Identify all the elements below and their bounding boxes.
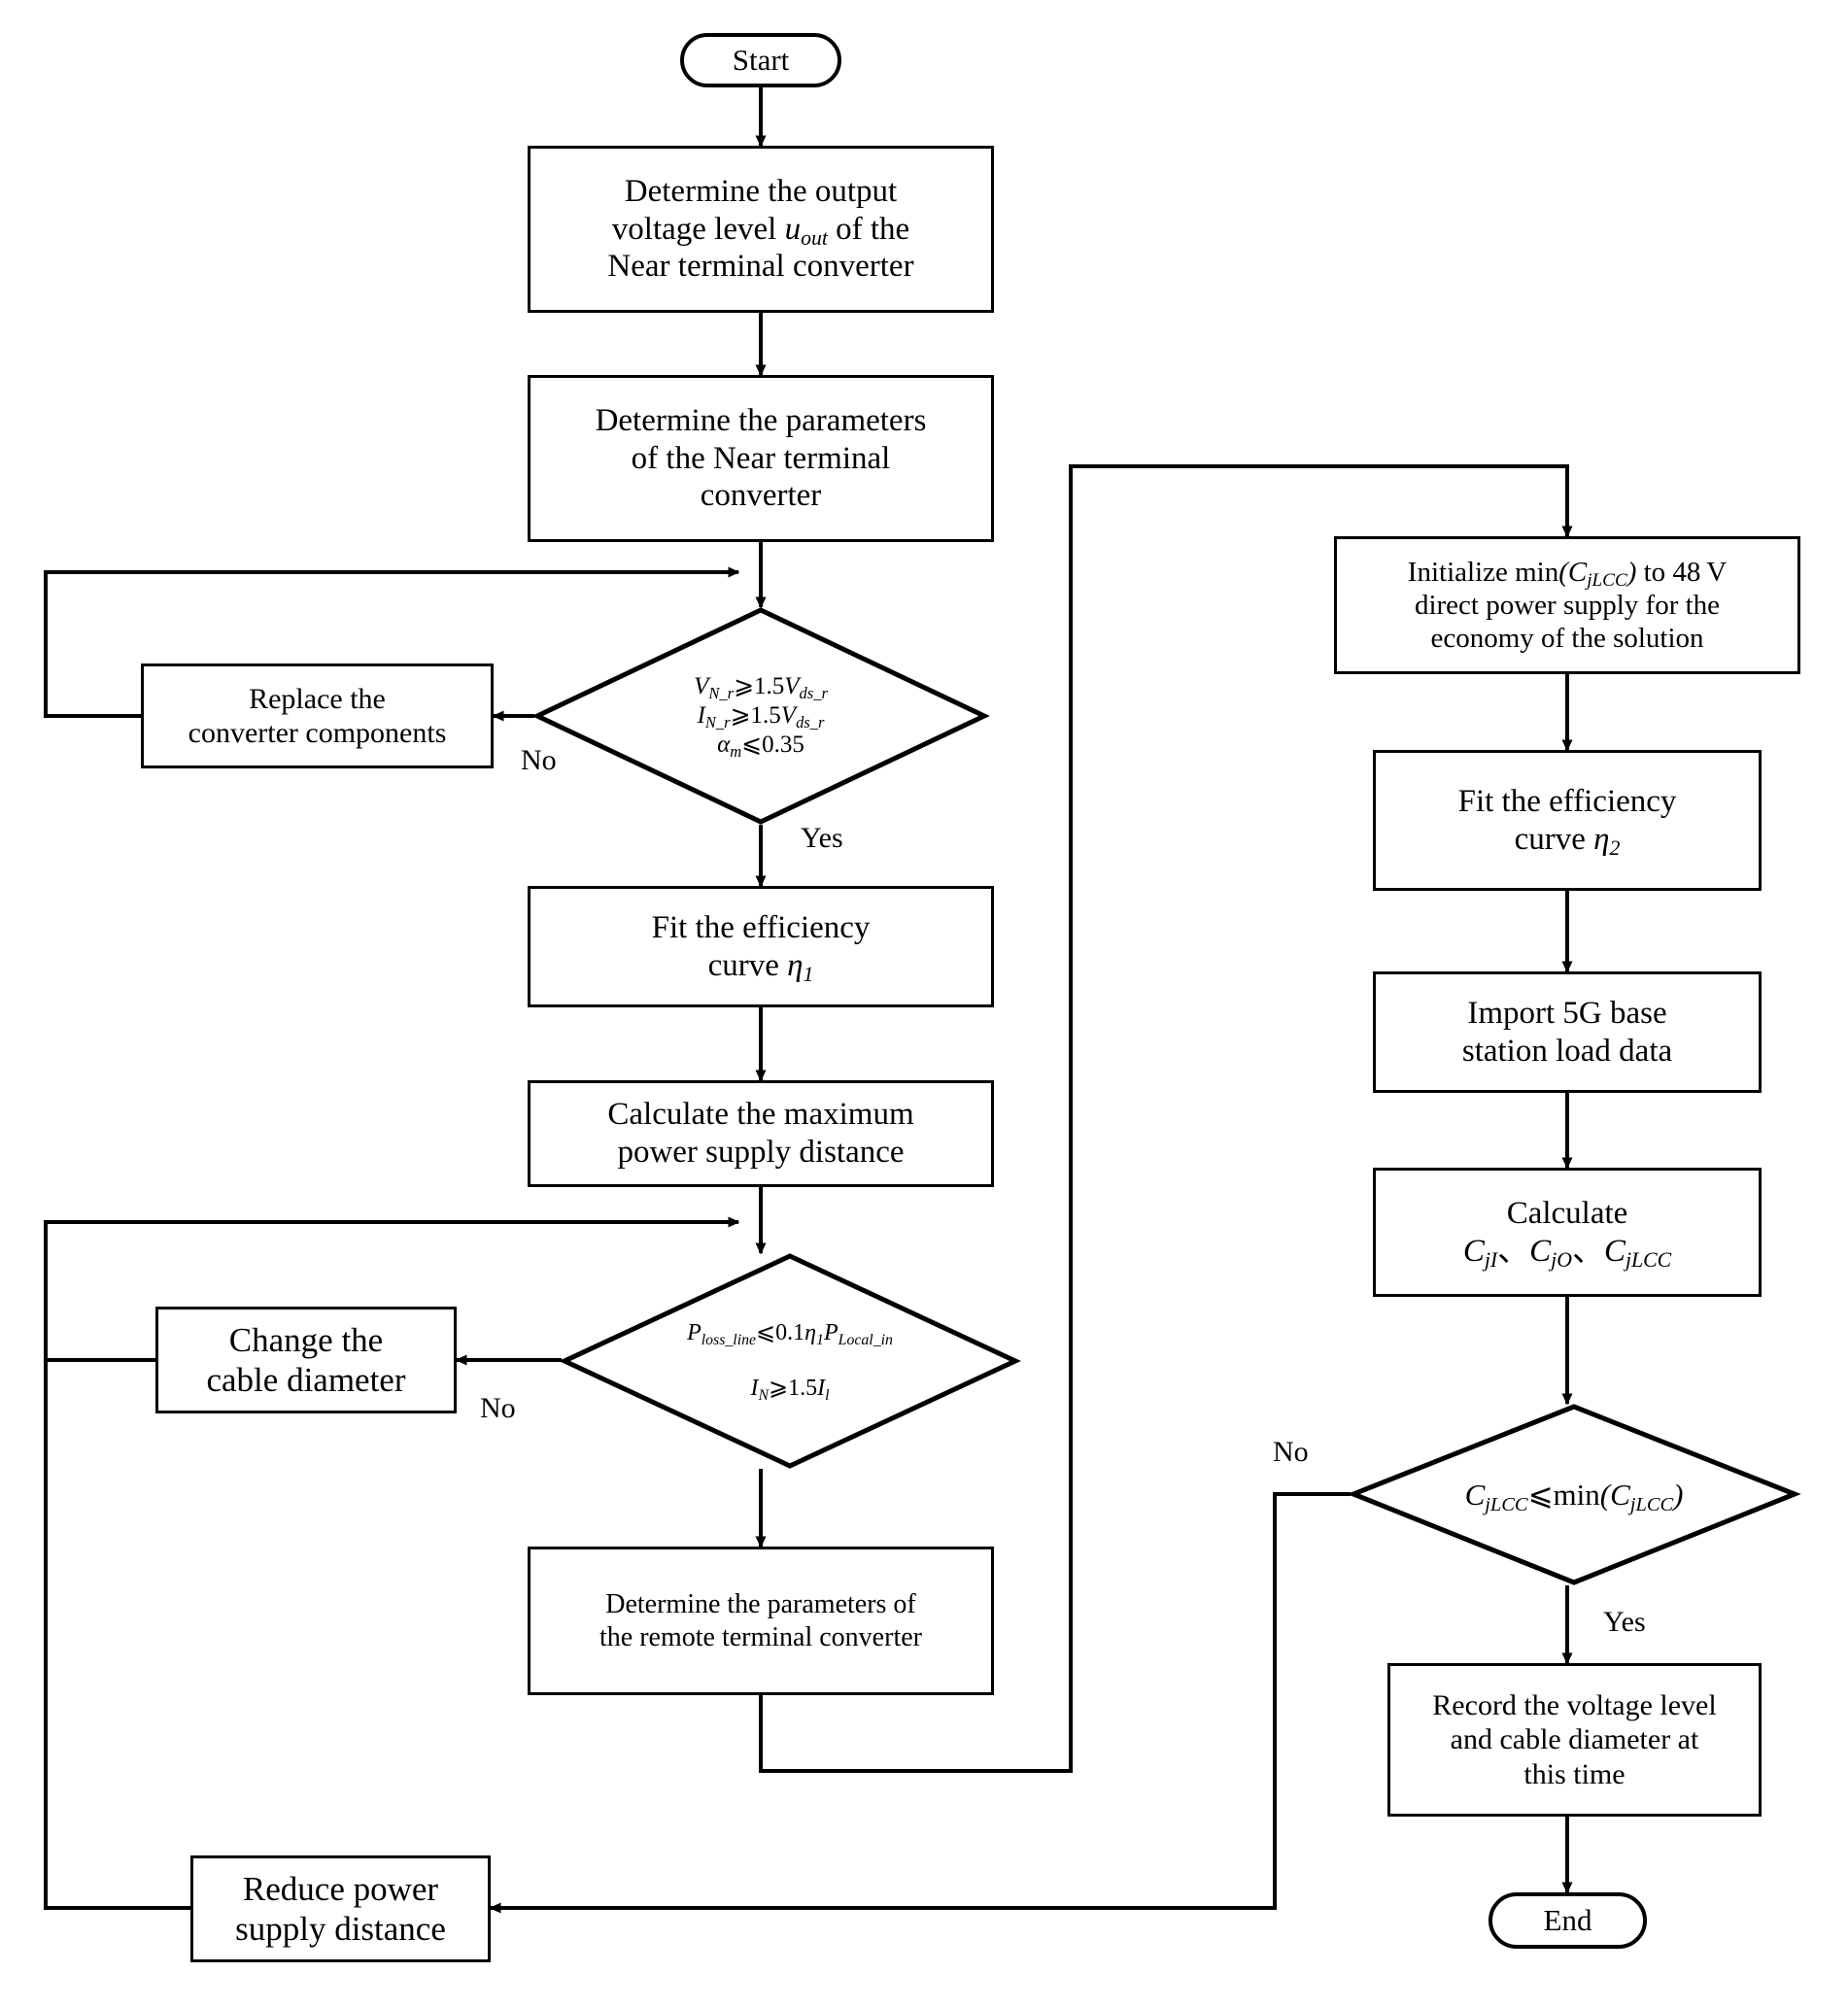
- var-u: u: [784, 211, 802, 247]
- line-1: Record the voltage level: [1432, 1688, 1717, 1721]
- line-3: Near terminal converter: [607, 249, 914, 285]
- sub-c2: jO: [1551, 1248, 1572, 1273]
- line-1: Import 5G base: [1467, 995, 1667, 1031]
- line-2a: curve: [707, 947, 788, 983]
- node-determine-near-params[interactable]: Determine the parameters of the Near ter…: [528, 375, 994, 542]
- node-determine-near-params-label: Determine the parameters of the Near ter…: [530, 402, 991, 516]
- node-calc-max-distance[interactable]: Calculate the maximum power supply dista…: [528, 1080, 994, 1187]
- node-initialize-min[interactable]: Initialize min(CjLCC) to 48 V direct pow…: [1334, 536, 1800, 674]
- node-start-label: Start: [732, 42, 790, 77]
- line-1: Determine the parameters: [595, 402, 927, 438]
- paren-close: ): [1626, 556, 1637, 588]
- line-2: direct power supply for the: [1414, 589, 1721, 621]
- edge-decision3-no-to-reduce-distance: [489, 1492, 1351, 1914]
- line-2: station load data: [1461, 1033, 1673, 1069]
- node-replace-components[interactable]: Replace the converter components: [141, 663, 494, 768]
- edge-label-cost-yes: Yes: [1603, 1606, 1646, 1638]
- node-calculate-costs-label: Calculate CjI、CjO、CjLCC: [1376, 1195, 1759, 1273]
- node-determine-remote-params[interactable]: Determine the parameters of the remote t…: [528, 1547, 994, 1695]
- node-decision-line-loss[interactable]: Ploss_line⩽0.1η1PLocal_in IN⩾1.5Il: [559, 1253, 1021, 1469]
- sep-1: 、: [1497, 1233, 1530, 1269]
- line-2: converter components: [188, 717, 447, 749]
- line-2: power supply distance: [617, 1135, 905, 1170]
- line-1a: Initialize min: [1407, 556, 1559, 588]
- node-determine-remote-params-label: Determine the parameters of the remote t…: [530, 1588, 991, 1652]
- sub-out: out: [801, 226, 828, 251]
- node-fit-efficiency-curve-2-label: Fit the efficiency curve η2: [1376, 783, 1759, 861]
- line-1: Replace the: [249, 682, 386, 715]
- line-2b: of the: [827, 211, 910, 247]
- node-end[interactable]: End: [1489, 1892, 1647, 1949]
- sep-2: 、: [1571, 1233, 1604, 1269]
- line-1: Determine the output: [624, 173, 898, 209]
- node-decision-cost-compare[interactable]: CjLCC⩽min(CjLCC): [1347, 1404, 1801, 1585]
- node-import-load-data[interactable]: Import 5G base station load data: [1373, 971, 1762, 1093]
- var-eta: η: [787, 947, 804, 983]
- var-c1: C: [1462, 1233, 1485, 1269]
- edge-label-line-loss-no: No: [480, 1392, 516, 1424]
- line-1: Fit the efficiency: [651, 909, 871, 945]
- line-1: Determine the parameters of: [605, 1589, 916, 1620]
- node-import-load-data-label: Import 5G base station load data: [1376, 995, 1759, 1071]
- node-reduce-supply-distance-label: Reduce power supply distance: [193, 1869, 488, 1950]
- var-c3: C: [1603, 1233, 1626, 1269]
- line-2: supply distance: [235, 1910, 446, 1948]
- line-3: converter: [700, 478, 822, 514]
- node-replace-components-label: Replace the converter components: [144, 682, 491, 751]
- node-change-cable-diameter-label: Change the cable diameter: [158, 1320, 454, 1401]
- line-2a: curve: [1514, 821, 1594, 857]
- edge-label-converter-yes: Yes: [801, 822, 843, 854]
- edge-reduce-distance-to-loop-riser: [44, 1360, 190, 1910]
- node-initialize-min-label: Initialize min(CjLCC) to 48 V direct pow…: [1337, 556, 1797, 656]
- node-record-result[interactable]: Record the voltage level and cable diame…: [1387, 1663, 1762, 1817]
- edge-change-cable-loop-back: [44, 1216, 740, 1362]
- line-1b: to 48 V: [1636, 556, 1728, 588]
- node-calculate-costs[interactable]: Calculate CjI、CjO、CjLCC: [1373, 1168, 1762, 1297]
- line-1: Calculate: [1506, 1195, 1628, 1231]
- node-change-cable-diameter[interactable]: Change the cable diameter: [155, 1307, 457, 1413]
- line-1: Calculate the maximum: [607, 1097, 914, 1133]
- node-fit-efficiency-curve-2[interactable]: Fit the efficiency curve η2: [1373, 750, 1762, 891]
- line-2: the remote terminal converter: [599, 1621, 922, 1652]
- sub-jlcc: jLCC: [1587, 570, 1627, 592]
- node-determine-output-voltage-label: Determine the output voltage level uout …: [530, 173, 991, 287]
- node-record-result-label: Record the voltage level and cable diame…: [1390, 1688, 1759, 1791]
- sub-c1: jI: [1484, 1248, 1498, 1273]
- line-2a: voltage level: [611, 211, 785, 247]
- sub-c3: jLCC: [1625, 1248, 1672, 1273]
- line-3: this time: [1523, 1757, 1626, 1790]
- edge-label-converter-no: No: [521, 744, 557, 776]
- node-start[interactable]: Start: [680, 33, 841, 87]
- sub-2: 2: [1609, 836, 1621, 861]
- paren-open: (: [1558, 556, 1568, 588]
- node-end-label: End: [1543, 1902, 1592, 1937]
- node-decision-converter-check[interactable]: VN_r⩾1.5Vds_r IN_r⩾1.5Vds_r αm⩽0.35: [531, 607, 990, 825]
- line-2: and cable diameter at: [1450, 1723, 1699, 1756]
- edge-label-cost-no: No: [1273, 1436, 1309, 1468]
- line-3: economy of the solution: [1430, 623, 1704, 655]
- edge-remote-params-to-initialize: [759, 464, 1573, 1773]
- node-determine-output-voltage[interactable]: Determine the output voltage level uout …: [528, 146, 994, 313]
- var-c: C: [1567, 556, 1588, 588]
- var-eta: η: [1593, 821, 1610, 857]
- node-fit-efficiency-curve-1[interactable]: Fit the efficiency curve η1: [528, 886, 994, 1007]
- var-c2: C: [1529, 1233, 1552, 1269]
- line-2: of the Near terminal: [631, 440, 891, 476]
- edge-replace-loop-back: [44, 566, 740, 718]
- node-calc-max-distance-label: Calculate the maximum power supply dista…: [530, 1096, 991, 1172]
- line-1: Fit the efficiency: [1457, 783, 1677, 819]
- line-1: Change the: [228, 1320, 384, 1359]
- line-1: Reduce power: [242, 1869, 439, 1908]
- sub-1: 1: [803, 963, 814, 987]
- line-2: cable diameter: [206, 1361, 406, 1399]
- node-fit-efficiency-curve-1-label: Fit the efficiency curve η1: [530, 909, 991, 987]
- node-reduce-supply-distance[interactable]: Reduce power supply distance: [190, 1855, 491, 1962]
